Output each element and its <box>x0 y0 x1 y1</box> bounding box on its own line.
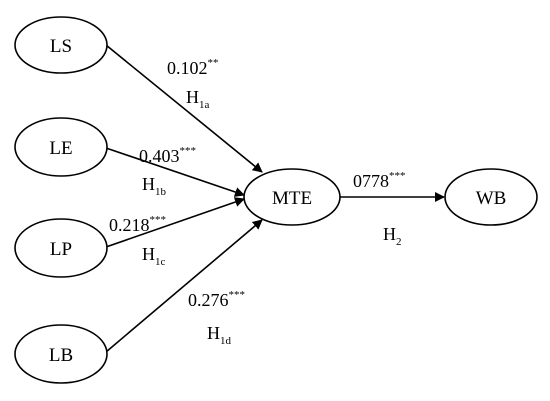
edge-lp-mte <box>105 197 245 248</box>
edge-lp-mte-coefficient: 0.218*** <box>109 214 166 235</box>
significance-stars: *** <box>229 289 246 301</box>
edge-ls-mte-hypothesis: H1a <box>186 87 210 111</box>
node-le: LE <box>14 117 108 177</box>
hypothesis-letter: H <box>142 244 155 264</box>
significance-stars: *** <box>389 170 406 182</box>
hypothesis-subscript: 1d <box>220 335 232 347</box>
node-ls: LS <box>14 16 108 74</box>
hypothesis-subscript: 1b <box>155 186 167 198</box>
node-le-label: LE <box>49 138 72 159</box>
edge-lb-mte-hypothesis: H1d <box>207 323 232 347</box>
edge-ls-mte-coefficient: 0.102** <box>167 57 219 78</box>
coefficient-value: 0.276 <box>188 290 229 310</box>
hypothesis-subscript: 1a <box>199 99 210 111</box>
node-lb-label: LB <box>49 345 73 366</box>
significance-stars: *** <box>180 145 197 157</box>
hypothesis-letter: H <box>207 323 220 343</box>
node-wb: WB <box>444 168 538 226</box>
coefficient-value: 0.102 <box>167 58 208 78</box>
significance-stars: ** <box>208 57 219 69</box>
node-mte-label: MTE <box>272 188 312 209</box>
hypothesis-letter: H <box>383 224 396 244</box>
hypothesis-letter: H <box>142 174 155 194</box>
node-lp-label: LP <box>50 239 72 260</box>
hypothesis-subscript: 1c <box>155 256 166 268</box>
node-mte: MTE <box>243 168 341 226</box>
edge-le-mte <box>105 147 245 197</box>
edge-mte-wb-hypothesis: H2 <box>383 224 402 248</box>
edge-lp-mte-hypothesis: H1c <box>142 244 166 268</box>
coefficient-value: 0778 <box>353 171 389 191</box>
node-ls-label: LS <box>50 36 72 57</box>
significance-stars: *** <box>150 214 167 226</box>
node-lp: LP <box>14 218 108 278</box>
edge-le-mte-coefficient: 0.403*** <box>139 145 196 166</box>
hypothesis-subscript: 2 <box>396 236 402 248</box>
hypothesis-letter: H <box>186 87 199 107</box>
edge-mte-wb-coefficient: 0778*** <box>353 170 406 191</box>
edge-le-mte-hypothesis: H1b <box>142 174 167 198</box>
edge-ls-mte <box>105 44 263 173</box>
coefficient-value: 0.403 <box>139 146 180 166</box>
coefficient-value: 0.218 <box>109 215 150 235</box>
edge-lb-mte-coefficient: 0.276*** <box>188 289 245 310</box>
node-wb-label: WB <box>476 188 507 209</box>
edge-lb-mte <box>105 219 263 353</box>
node-lb: LB <box>14 324 108 384</box>
